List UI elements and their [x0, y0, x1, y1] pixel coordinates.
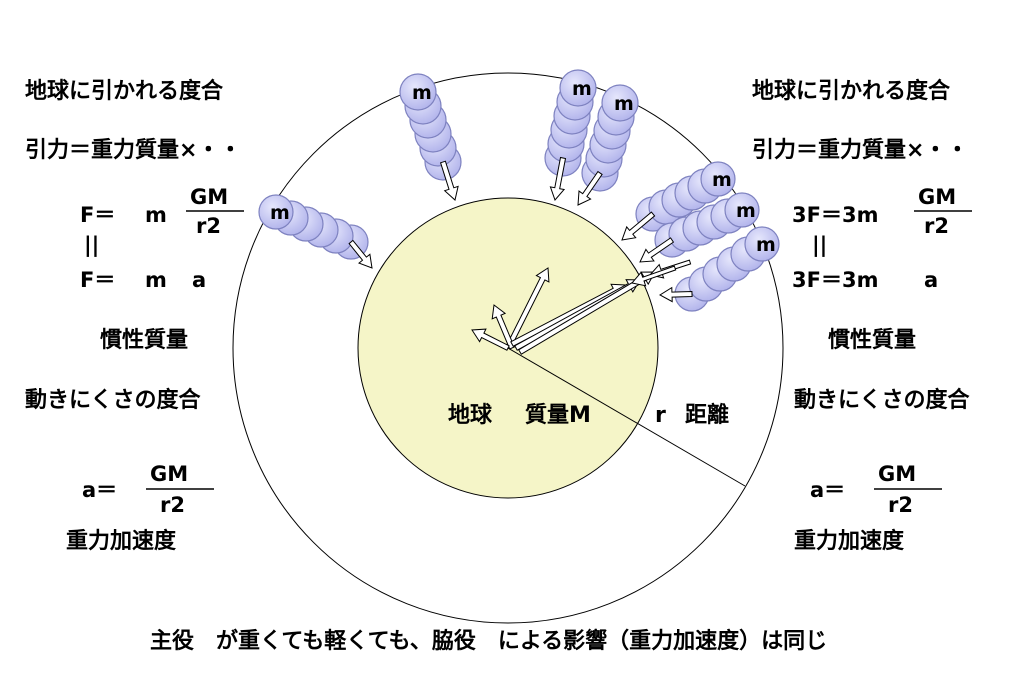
orbit-circle — [232, 72, 784, 624]
test-mass-ball — [700, 161, 736, 197]
mass-chain-top-left-arrow — [439, 160, 459, 201]
mass-chain-right-lower-arrow — [659, 286, 693, 303]
mass-letter-m: m — [614, 93, 634, 115]
right-equivalence-bars: || — [812, 233, 827, 258]
left-f2-a: a — [192, 268, 206, 292]
left-gravity-acceleration-label: 重力加速度 — [66, 528, 177, 554]
right-gravity-acceleration-label: 重力加速度 — [794, 528, 905, 554]
right-accel-num: GM — [878, 462, 916, 486]
radius-r-label: r — [655, 403, 666, 428]
left-equivalence-bars: || — [84, 233, 99, 258]
left-f2-lhs: F＝ — [80, 268, 115, 292]
mass-chain-right-middle: m — [654, 192, 760, 258]
mass-chain-right-middle-arrow — [639, 237, 675, 263]
mass-letter-m: m — [756, 234, 776, 256]
mass-chain-left-arrow — [348, 239, 373, 269]
left-accel-lhs: a＝ — [82, 478, 117, 502]
left-f2-m: m — [145, 268, 167, 292]
footer-caption: 主役 が重くても軽くても、脇役 による影響（重力加速度）は同じ — [150, 628, 827, 654]
test-mass-ball — [559, 69, 597, 107]
right-difficulty-label: 動きにくさの度合 — [794, 387, 971, 413]
left-inertial-mass-label: 慣性質量 — [100, 327, 188, 353]
left-accel-den: r2 — [160, 493, 185, 517]
right-f2-lhs: 3F＝3m — [792, 268, 878, 292]
right-mini-arrow-2 — [631, 265, 677, 287]
mass-letter-m: m — [736, 200, 756, 222]
test-mass-ball — [258, 194, 294, 230]
mass-letter-m: m — [572, 78, 592, 100]
right-f1-lhs: 3F＝3m — [792, 203, 878, 227]
mass-chain-right-upper-arrow — [621, 211, 656, 241]
mass-letter-m: m — [712, 169, 732, 191]
left-f1-lhs: F＝ — [80, 203, 115, 227]
center-arrow-up-left — [491, 304, 515, 350]
test-mass-ball — [601, 84, 639, 122]
mass-chain-top-left: m — [399, 73, 462, 181]
right-accel-den: r2 — [888, 493, 913, 517]
mass-letter-m: m — [412, 82, 432, 104]
mass-chain-top-center: m — [544, 69, 597, 177]
earth-mass-label: 質量M — [525, 403, 591, 428]
mass-chain-left: m — [258, 194, 369, 260]
left-difficulty-label: 動きにくさの度合 — [25, 387, 202, 413]
distance-label: 距離 — [685, 402, 729, 428]
left-gravity-formula-text: 引力＝重力質量×・・ — [25, 138, 241, 163]
earth-label: 地球 — [448, 403, 493, 428]
right-f1-num: GM — [918, 185, 956, 209]
left-f1-m: m — [145, 203, 167, 227]
right-attraction-label: 地球に引かれる度合 — [752, 78, 951, 104]
right-gravity-formula-text: 引力＝重力質量×・・ — [752, 138, 968, 163]
right-f1-den: r2 — [924, 214, 949, 238]
left-f1-den: r2 — [196, 214, 221, 238]
center-arrow-right-3 — [518, 271, 656, 355]
mass-chain-top-center-2-arrow — [577, 170, 603, 206]
mass-chain-top-center-arrow — [549, 156, 567, 201]
mass-letter-m: m — [270, 202, 290, 224]
left-accel-num: GM — [150, 462, 188, 486]
radius-line — [507, 347, 746, 487]
test-mass-ball — [399, 73, 437, 111]
right-accel-lhs: a＝ — [810, 478, 845, 502]
left-f1-num: GM — [190, 185, 228, 209]
right-f2-a: a — [924, 268, 938, 292]
center-arrow-left — [471, 328, 510, 351]
test-mass-ball — [724, 192, 760, 228]
center-arrow-up-right — [505, 267, 550, 350]
left-attraction-label: 地球に引かれる度合 — [25, 78, 224, 104]
right-inertial-mass-label: 慣性質量 — [828, 327, 916, 353]
force-arrows — [348, 156, 693, 355]
test-mass-ball — [744, 226, 780, 262]
